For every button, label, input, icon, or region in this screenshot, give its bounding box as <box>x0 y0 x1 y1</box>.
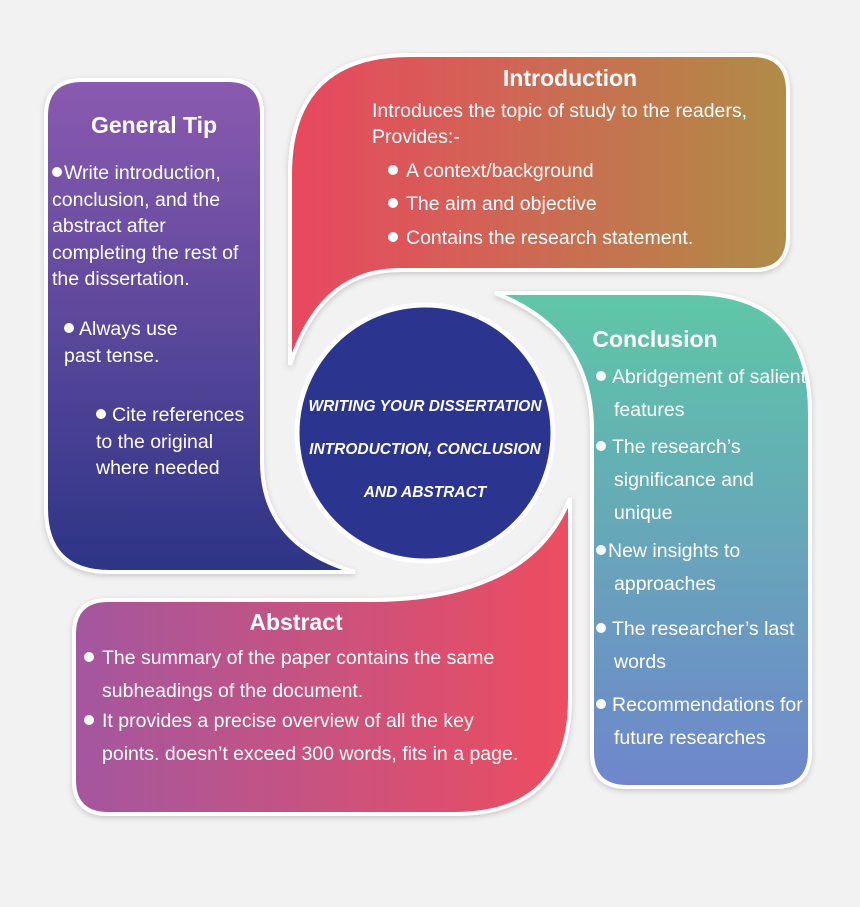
conclusion-item: The research’s significance and unique <box>596 431 789 530</box>
general-tip-item: Write introduction, conclusion, and the … <box>52 160 254 293</box>
introduction-item: The aim and objective <box>388 188 597 221</box>
conclusion-panel <box>494 291 812 789</box>
conclusion-item-text: Abridgement of salient features <box>612 366 807 421</box>
bullet-icon <box>84 651 94 662</box>
center-title: WRITING YOUR DISSERTATION INTRODUCTION, … <box>300 385 550 514</box>
introduction-item-text: The aim and objective <box>406 193 597 215</box>
bullet-icon <box>596 440 606 451</box>
conclusion-item-text: The researcher’s last words <box>612 618 795 673</box>
bullet-icon <box>388 231 398 242</box>
introduction-item: Contains the research statement. <box>388 222 693 255</box>
conclusion-item: Abridgement of salient features <box>596 361 809 427</box>
conclusion-item-text: The research’s significance and unique <box>612 436 754 524</box>
conclusion-item-text: New insights to approaches <box>608 540 741 595</box>
abstract-title: Abstract <box>249 609 343 635</box>
conclusion-title: Conclusion <box>592 326 718 352</box>
general-tip-item: Cite references to the original where ne… <box>96 402 256 482</box>
bullet-icon <box>388 197 398 208</box>
bullet-icon <box>596 544 606 555</box>
general-tip-item: Always use past tense. <box>64 316 214 369</box>
conclusion-item: The researcher’s last words <box>596 613 819 679</box>
introduction-panel <box>288 53 790 366</box>
bullet-icon <box>96 408 106 419</box>
introduction-description: Introduces the topic of study to the rea… <box>372 98 747 150</box>
bullet-icon <box>84 714 94 725</box>
bullet-icon <box>596 622 606 633</box>
bullet-icon <box>596 370 606 381</box>
abstract-item: The summary of the paper contains the sa… <box>84 642 547 708</box>
general-tip-item-text: Always use past tense. <box>64 318 178 367</box>
introduction-item: A context/background <box>388 155 594 188</box>
conclusion-item: New insights to approaches <box>596 535 782 601</box>
introduction-title: Introduction <box>502 65 638 91</box>
bullet-icon <box>52 166 62 177</box>
introduction-description-line: Introduces the topic of study to the rea… <box>372 100 748 122</box>
center-title-line: AND ABSTRACT <box>363 484 487 501</box>
center-title-line: INTRODUCTION, CONCLUSION <box>309 441 541 458</box>
general-tip-title: General Tip <box>90 112 218 138</box>
abstract-item-text: It provides a precise overview of all th… <box>102 710 519 765</box>
general-tip-item-text: Write introduction, conclusion, and the … <box>52 162 239 290</box>
introduction-description-line: Provides:- <box>372 126 460 148</box>
general-tip-item-text: Cite references to the original where ne… <box>96 404 245 479</box>
center-circle <box>294 302 556 564</box>
abstract-item-text: The summary of the paper contains the sa… <box>102 647 495 702</box>
general-tip-panel <box>44 78 356 574</box>
conclusion-item: Recommendations for future researches <box>596 689 824 755</box>
bullet-icon <box>64 322 74 333</box>
bullet-icon <box>388 164 398 175</box>
center-title-line: WRITING YOUR DISSERTATION <box>308 398 542 415</box>
abstract-panel <box>72 497 572 816</box>
bullet-icon <box>596 698 606 709</box>
introduction-item-text: Contains the research statement. <box>406 227 694 249</box>
conclusion-item-text: Recommendations for future researches <box>612 694 803 749</box>
abstract-item: It provides a precise overview of all th… <box>84 705 527 771</box>
introduction-item-text: A context/background <box>406 160 594 182</box>
